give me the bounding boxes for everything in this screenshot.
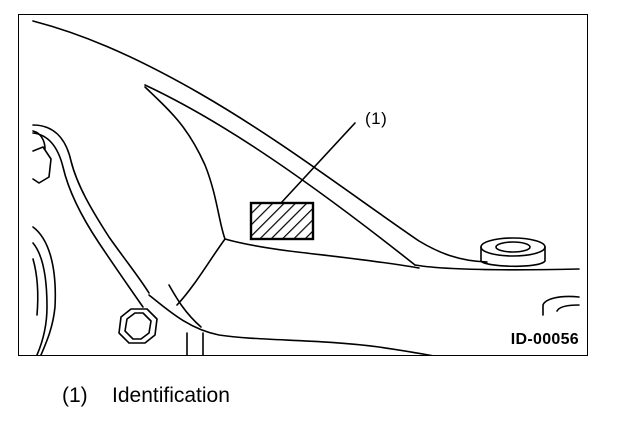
engine-part-drawing [32,20,580,355]
legend-label: Identification [112,384,230,407]
right-boss-hole [495,241,531,253]
figure-id: ID-00056 [510,331,579,348]
left-arc-3 [32,258,39,316]
left-arc-2 [32,242,48,355]
legend: (1) Identification [62,384,230,408]
bottom-contour-2 [168,284,202,328]
legend-key: (1) [62,384,88,407]
casting-inner-edge [144,84,416,266]
casting-outer-edge [32,20,488,263]
bottom-contour [148,294,433,355]
casting-flange-edge [414,264,580,271]
lower-right-boss-2 [556,304,580,312]
left-cylinder [32,130,46,150]
left-arc [32,226,57,355]
technical-illustration: (1) ID-00056 [18,14,588,356]
lower-right-boss [542,295,580,316]
left-boss-curve-2 [32,132,144,308]
left-boss-curve [32,124,150,294]
part-lower-contour [176,238,226,306]
right-boss-top [480,237,546,257]
right-boss-side [480,246,546,268]
identification-plate [249,201,315,241]
callout-label-1: (1) [365,109,388,128]
upper-hex-nut [32,146,52,184]
lower-hex-bolt-inner [124,312,152,340]
lower-hex-bolt [118,308,158,344]
callout-leader-line [280,122,356,204]
